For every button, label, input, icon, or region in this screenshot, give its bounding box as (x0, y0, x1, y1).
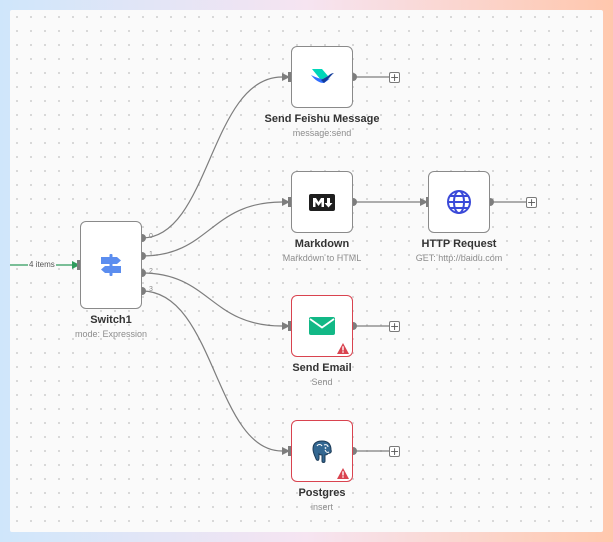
arrow-http (420, 198, 428, 206)
email-node-subtitle: Send (311, 377, 333, 387)
postgres-node-subtitle: insert (310, 502, 333, 512)
feishu-input-handle[interactable] (288, 72, 292, 82)
switch-input-handle[interactable] (77, 260, 81, 270)
feishu-node-subtitle: message:send (292, 128, 352, 138)
postgres-elephant-icon (312, 440, 332, 463)
switch-output-2-label: 2 (149, 268, 153, 275)
feishu-node[interactable] (291, 46, 353, 108)
edge-switch-feishu (141, 76, 283, 239)
markdown-node[interactable] (291, 171, 353, 233)
feishu-icon (311, 69, 334, 83)
switch-node-title: Switch1 (90, 314, 132, 326)
edge-switch-markdown (141, 201, 283, 257)
http-add-node-button[interactable]: + (526, 196, 537, 209)
connections-layer (10, 72, 526, 456)
postgres-input-handle[interactable] (288, 446, 292, 456)
http-request-node[interactable] (428, 171, 490, 233)
arrow-email (282, 322, 290, 330)
switch-output-1-label: 1 (149, 251, 153, 258)
email-add-node-button[interactable]: + (389, 320, 400, 333)
email-node-title: Send Email (292, 362, 352, 374)
markdown-node-title: Markdown (294, 238, 350, 250)
markdown-icon (309, 193, 335, 211)
switch-output-3-label: 3 (149, 286, 153, 293)
globe-icon (447, 190, 471, 214)
feishu-add-node-button[interactable]: + (389, 71, 400, 84)
envelope-icon (309, 317, 335, 335)
workflow-canvas[interactable]: 4 items 0 1 2 3 Switch1 mode: Expression… (10, 10, 603, 532)
switch-node[interactable] (80, 221, 142, 309)
arrow-feishu (282, 73, 290, 81)
email-input-handle[interactable] (288, 321, 292, 331)
http-node-title: HTTP Request (421, 238, 497, 250)
switch-output-0-label: 0 (149, 233, 153, 240)
markdown-node-subtitle: Markdown to HTML (282, 253, 362, 263)
markdown-input-handle[interactable] (288, 197, 292, 207)
email-warning-icon[interactable] (337, 343, 349, 354)
feishu-node-title: Send Feishu Message (264, 113, 380, 125)
incoming-edge-label: 4 items (28, 260, 56, 270)
postgres-warning-icon[interactable] (337, 468, 349, 479)
postgres-add-node-button[interactable]: + (389, 445, 400, 458)
postgres-node-title: Postgres (298, 487, 346, 499)
http-node-subtitle: GET: http://baidu.com (415, 253, 503, 263)
incoming-edge-arrow (72, 261, 80, 269)
arrow-markdown (282, 198, 290, 206)
arrow-postgres (282, 447, 290, 455)
edge-switch-postgres (141, 290, 283, 452)
edge-switch-email (141, 272, 283, 327)
signpost-icon (101, 254, 121, 276)
switch-node-subtitle: mode: Expression (74, 329, 148, 339)
